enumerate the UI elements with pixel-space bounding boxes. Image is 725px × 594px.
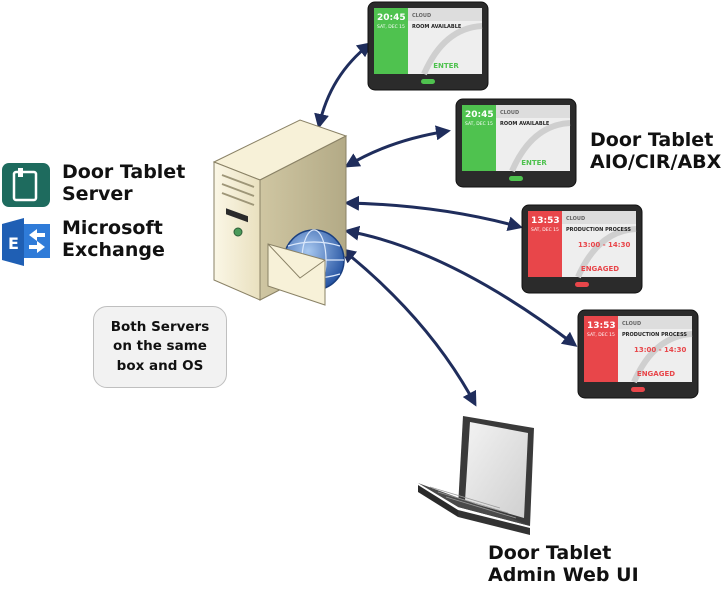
label-line: Door Tablet — [62, 161, 186, 183]
microsoft-exchange-label: Microsoft Exchange — [62, 217, 165, 262]
tablet-date: SAT, DEC 15 — [465, 121, 493, 127]
laptop-icon — [418, 416, 534, 535]
tablet-status: ROOM AVAILABLE — [500, 121, 550, 127]
tablet-date: SAT, DEC 15 — [377, 24, 405, 30]
label-line: Admin Web UI — [488, 563, 639, 586]
label-line: Server — [62, 182, 133, 205]
admin-web-ui-label: Door Tablet Admin Web UI — [488, 542, 639, 587]
tablet-action: ENTER — [433, 62, 459, 70]
tablet-logo: CLOUD — [412, 13, 431, 19]
tablet-slot: 13:00 - 14:30 — [578, 241, 630, 249]
door-tablet-server-icon — [2, 163, 50, 207]
tablet-clock: 13:53 — [531, 216, 560, 226]
callout-line: on the same — [113, 338, 207, 355]
tablet-action: ENTER — [521, 159, 547, 167]
svg-text:E: E — [8, 234, 19, 253]
label-line: Microsoft — [62, 217, 163, 239]
arrow-to-tablet-1 — [314, 42, 373, 129]
tablet-led — [509, 176, 523, 181]
tablet-led — [421, 79, 435, 84]
arrow-to-tablet-3 — [344, 195, 523, 232]
label-line: AIO/CIR/ABX — [590, 150, 722, 173]
tablet-date: SAT, DEC 15 — [531, 227, 559, 233]
tablet-led — [631, 387, 645, 392]
microsoft-exchange-icon: E — [2, 218, 52, 266]
tablet-clock: 13:53 — [587, 321, 616, 331]
tablet-logo: CLOUD — [622, 321, 641, 327]
callout-line: box and OS — [116, 357, 204, 374]
tablet-clock: 20:45 — [465, 110, 494, 120]
connection-arrows — [314, 42, 578, 407]
tablet-status: PRODUCTION PROCESS — [566, 227, 631, 233]
arrow-to-tablet-2 — [344, 125, 451, 168]
door-tablet-server-label: Door Tablet Server — [62, 161, 186, 206]
label-line: Door Tablet — [488, 542, 612, 564]
arrow-to-laptop — [340, 248, 477, 407]
door-tablet-devices-label: Door Tablet AIO/CIR/ABX — [590, 129, 722, 174]
label-line: Door Tablet — [590, 129, 714, 151]
label-line: Exchange — [62, 238, 165, 261]
tablet-action: ENGAGED — [581, 265, 619, 273]
tablet-led — [575, 282, 589, 287]
tablet-slot: 13:00 - 14:30 — [634, 346, 686, 354]
callout-line: Both Servers — [110, 318, 210, 335]
both-servers-callout: Both Servers on the same box and OS — [93, 306, 227, 388]
tablet-clock: 20:45 — [377, 13, 406, 23]
tablet-action: ENGAGED — [637, 370, 675, 378]
tablet-status: ROOM AVAILABLE — [412, 24, 462, 30]
globe-mail-icon — [267, 229, 345, 306]
tablet-logo: CLOUD — [566, 216, 585, 222]
tablet-logo: CLOUD — [500, 110, 519, 116]
tablet-status: PRODUCTION PROCESS — [622, 332, 687, 338]
tablet-date: SAT, DEC 15 — [587, 332, 615, 338]
